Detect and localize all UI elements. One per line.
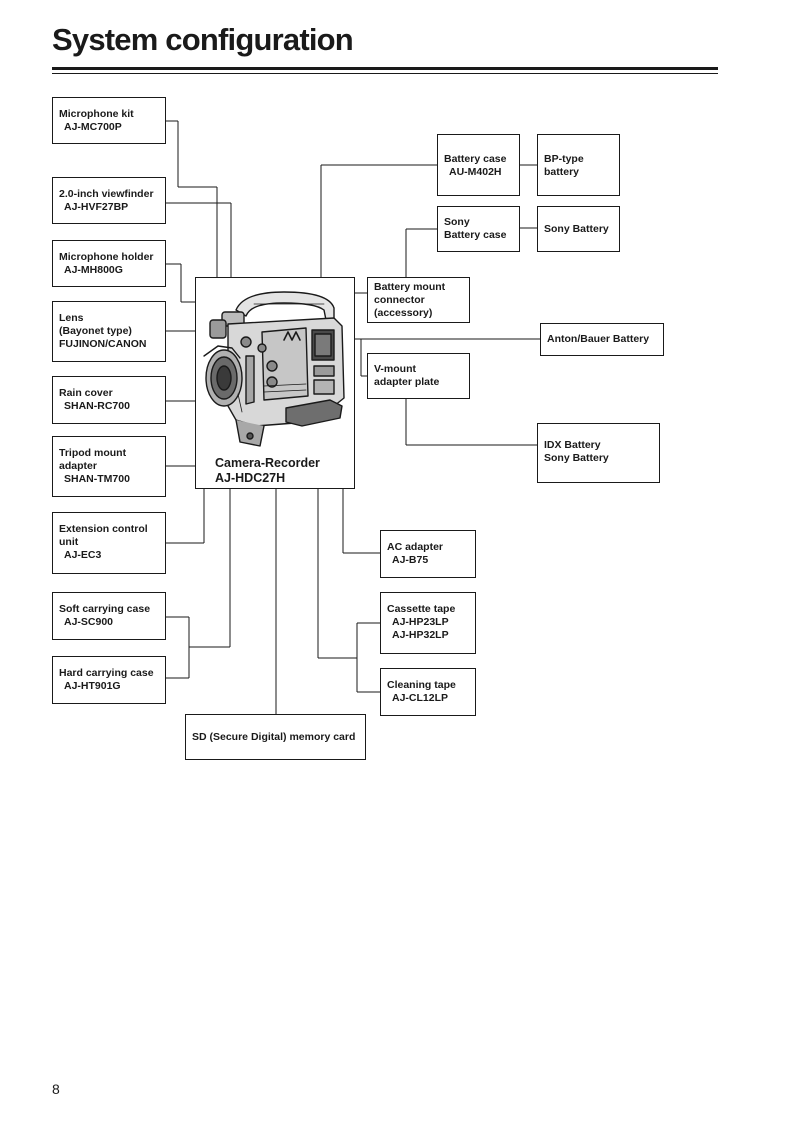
microphone-kit-name: Microphone kit (59, 108, 134, 120)
lens-box: Lens (Bayonet type) FUJINON/CANON (52, 301, 166, 362)
sony-battery-name: Sony Battery (544, 222, 609, 235)
battery-case-model: AU-M402H (449, 166, 502, 178)
bp-battery-box: BP-type battery (537, 134, 620, 196)
tripod-mount-model: SHAN-TM700 (64, 473, 130, 485)
cassette-tape-name: Cassette tape (387, 603, 456, 615)
microphone-kit-box: Microphone kit AJ-MC700P (52, 97, 166, 144)
bp-battery-name: BP-type (544, 153, 584, 165)
cassette-tape-model-1: AJ-HP23LP (392, 616, 449, 628)
page-title: System configuration (52, 22, 354, 57)
camera-recorder-icon (203, 291, 345, 447)
camera-recorder-name: Camera-Recorder (215, 456, 320, 470)
camera-recorder-model: AJ-HDC27H (215, 471, 286, 485)
sony-battery-case-name-2: Battery case (444, 229, 507, 241)
idx-sony-battery-name: Sony Battery (544, 452, 609, 464)
tripod-mount-name-2: adapter (59, 460, 97, 472)
vmount-name-2: adapter plate (374, 376, 440, 388)
ac-adapter-name: AC adapter (387, 541, 444, 553)
soft-carrying-case-name: Soft carrying case (59, 603, 151, 615)
viewfinder-box: 2.0-inch viewfinder AJ-HVF27BP (52, 177, 166, 224)
rain-cover-name: Rain cover (59, 387, 113, 399)
sony-battery-box: Sony Battery (537, 206, 620, 252)
tripod-mount-name: Tripod mount (59, 447, 127, 459)
bp-battery-name-2: battery (544, 166, 580, 178)
sony-battery-case-box: Sony Battery case (437, 206, 520, 252)
cassette-tape-box: Cassette tape AJ-HP23LP AJ-HP32LP (380, 592, 476, 654)
cassette-tape-model-2: AJ-HP32LP (392, 629, 449, 641)
battery-mount-name: Battery mount (374, 281, 446, 293)
page-number: 8 (52, 1081, 60, 1097)
anton-bauer-name: Anton/Bauer Battery (547, 333, 650, 345)
viewfinder-model: AJ-HVF27BP (64, 201, 129, 213)
hard-carrying-case-box: Hard carrying case AJ-HT901G (52, 656, 166, 704)
battery-case-name: Battery case (444, 153, 507, 165)
soft-carrying-case-box: Soft carrying case AJ-SC900 (52, 592, 166, 640)
sony-battery-case-name: Sony (444, 216, 470, 228)
battery-case-box: Battery case AU-M402H (437, 134, 520, 196)
ac-adapter-box: AC adapter AJ-B75 (380, 530, 476, 578)
anton-bauer-box: Anton/Bauer Battery (540, 323, 664, 356)
battery-mount-box: Battery mount connector (accessory) (367, 277, 470, 323)
idx-battery-name: IDX Battery (544, 439, 601, 451)
sd-card-box: SD (Secure Digital) memory card (185, 714, 366, 760)
lens-model: FUJINON/CANON (59, 338, 147, 350)
cleaning-tape-name: Cleaning tape (387, 679, 456, 691)
extension-control-name-2: unit (59, 536, 79, 548)
camera-recorder-box: Camera-Recorder AJ-HDC27H (195, 277, 355, 489)
extension-control-name: Extension control (59, 523, 148, 535)
lens-name: Lens (59, 312, 84, 324)
battery-mount-note: (accessory) (374, 307, 433, 319)
vmount-box: V-mount adapter plate (367, 353, 470, 399)
viewfinder-name: 2.0-inch viewfinder (59, 188, 154, 200)
extension-control-box: Extension control unit AJ-EC3 (52, 512, 166, 574)
battery-mount-name-2: connector (374, 294, 425, 306)
soft-carrying-case-model: AJ-SC900 (64, 616, 114, 628)
hard-carrying-case-model: AJ-HT901G (64, 680, 121, 692)
microphone-kit-model: AJ-MC700P (64, 121, 122, 133)
microphone-holder-box: Microphone holder AJ-MH800G (52, 240, 166, 287)
vmount-name: V-mount (374, 363, 416, 375)
title-rule-thick (52, 67, 718, 70)
ac-adapter-model: AJ-B75 (392, 554, 429, 566)
microphone-holder-name: Microphone holder (59, 251, 154, 263)
lens-type: (Bayonet type) (59, 325, 132, 337)
cleaning-tape-model: AJ-CL12LP (392, 692, 449, 704)
cleaning-tape-box: Cleaning tape AJ-CL12LP (380, 668, 476, 716)
microphone-holder-model: AJ-MH800G (64, 264, 123, 276)
rain-cover-model: SHAN-RC700 (64, 400, 130, 412)
tripod-mount-box: Tripod mount adapter SHAN-TM700 (52, 436, 166, 497)
extension-control-model: AJ-EC3 (64, 549, 102, 561)
title-rule-thin (52, 73, 718, 74)
sd-card-name: SD (Secure Digital) memory card (192, 730, 356, 743)
hard-carrying-case-name: Hard carrying case (59, 667, 154, 679)
idx-battery-box: IDX Battery Sony Battery (537, 423, 660, 483)
rain-cover-box: Rain cover SHAN-RC700 (52, 376, 166, 424)
